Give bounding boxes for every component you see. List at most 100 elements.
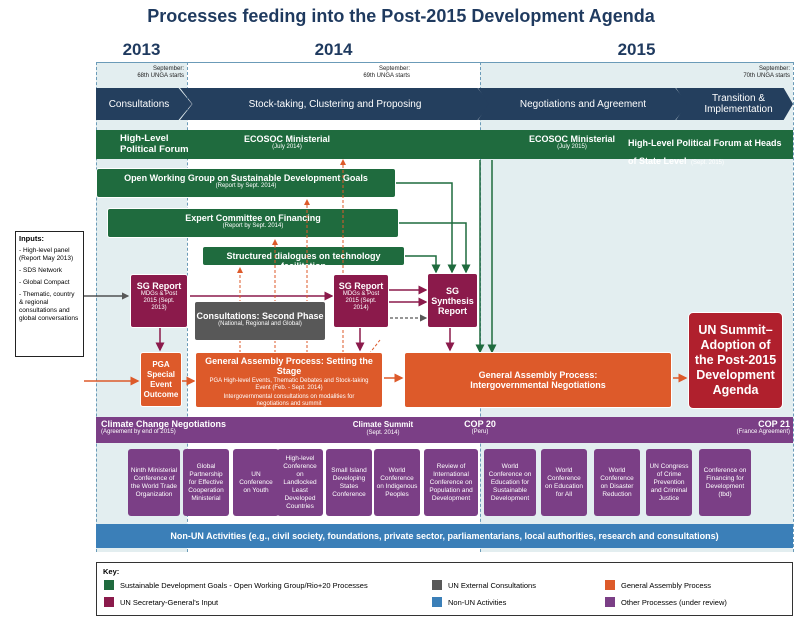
phase-transition: Transition & Implementation [676,88,793,120]
ga-neg-title: General Assembly Process: Intergovernmen… [470,370,606,390]
other-process-label: World Conference on Disaster Reduction [600,466,634,498]
phase-label: Negotiations and Agreement [519,98,647,110]
sg-synthesis-report: SG Synthesis Report [427,273,478,328]
ecosoc-2014: ECOSOC Ministerial (July 2014) [232,134,342,151]
owg-title: Open Working Group on Sustainable Develo… [124,173,368,183]
hlpf-heads-of-state: High-Level Political Forum at Heads of S… [628,133,783,169]
sg-report-2013: SG Report MDGs & Post 2015 (Sept. 2013) [130,274,188,328]
ga-setting-stage: General Assembly Process: Setting the St… [195,352,383,408]
expert-committee-box: Expert Committee on Financing (Report by… [107,208,399,238]
phase-consultations: Consultations [96,88,192,120]
cop20-sub: (Peru) [471,429,489,435]
expert-title: Expert Committee on Financing [185,213,321,223]
other-process-label: Ninth Ministerial Conference of the Worl… [130,466,178,498]
phase-label: Stock-taking, Clustering and Proposing [248,98,422,110]
page-title: Processes feeding into the Post-2015 Dev… [147,6,655,26]
legend-swatch [104,597,114,607]
other-process-box: UN Congress of Crime Prevention and Crim… [646,449,692,516]
other-process-label: Review of International Conference on Po… [429,462,473,502]
other-process-box: Review of International Conference on Po… [424,449,478,516]
input-item: - Thematic, country & regional consultat… [19,291,79,322]
other-process-box: World Conference on Education for All [541,449,587,516]
input-item: - High-level panel (Report May 2013) [19,247,74,262]
other-process-box: High-level Conference on Landlocked Leas… [277,449,323,516]
legend-label: UN External Consultations [448,580,536,590]
ga-negotiations: General Assembly Process: Intergovernmen… [404,352,672,408]
inputs-title: Inputs: [19,234,44,243]
summit-title: UN Summit– Adoption of the Post-2015 Dev… [694,323,777,397]
divider-2013 [96,62,97,552]
consultations-second-phase: Consultations: Second Phase (National, R… [194,301,326,341]
input-item-text: SDS Network [22,267,62,274]
other-process-label: Small Island Developing States Conferenc… [331,466,367,498]
tech-title: Structured dialogues on technology facil… [226,251,381,271]
non-un-bar: Non-UN Activities (e.g., civil society, … [96,524,793,548]
input-item: - Global Compact [19,279,70,286]
sept-label: September: [378,66,410,72]
other-process-box: Small Island Developing States Conferenc… [326,449,372,516]
pga-special-event: PGA Special Event Outcome [140,352,182,407]
sept-unga: 69th UNGA starts [363,73,410,79]
legend-swatch [432,580,442,590]
cop21: COP 21 (France Agreement) [715,419,790,436]
other-process-box: Conference on Financing for Development … [699,449,751,516]
other-process-box: World Conference on Disaster Reduction [594,449,640,516]
climate-summit-date: (Sept. 2014) [366,430,400,436]
hlpf-bar [96,130,793,159]
legend-swatch [432,597,442,607]
legend-label: Sustainable Development Goals - Open Wor… [120,580,368,590]
cop20: COP 20 (Peru) [455,419,505,436]
sg-synth-title: SG Synthesis Report [431,285,474,316]
other-process-label: UN Conference on Youth [239,470,273,494]
sept-label: September: [758,66,790,72]
divider-end [793,62,794,552]
input-item-text: Thematic, country & regional consultatio… [19,291,79,322]
other-process-label: High-level Conference on Landlocked Leas… [283,454,317,510]
phase-label: Consultations [108,98,170,110]
legend-item: UN External Consultations [432,580,536,590]
other-process-label: Global Partnership for Effective Coopera… [188,462,224,502]
sg-title: SG Report [136,281,182,291]
tech-dialogues-box: Structured dialogues on technology facil… [202,246,405,271]
inputs-box: Inputs: - High-level panel (Report May 2… [15,231,84,357]
legend-swatch [605,597,615,607]
consult2-sub: (National, Regional and Global) [218,321,302,327]
ecosoc-title: ECOSOC Ministerial [528,134,616,144]
hlpf-right-title: High-Level Political Forum at Heads of S… [628,138,782,166]
expert-date: (Report by Sept. 2014) [222,223,284,229]
ga-stage-sub1: PGA High-level Events, Thematic Debates … [209,378,369,391]
consult2-title: Consultations: Second Phase [196,311,324,321]
year-2015: 2015 [617,40,656,59]
phase-stocktaking: Stock-taking, Clustering and Proposing [180,88,490,120]
other-process-label: World Conference on Education for Sustai… [488,462,532,502]
legend-item: Sustainable Development Goals - Open Wor… [104,580,368,590]
other-process-box: Ninth Ministerial Conference of the Worl… [128,449,180,516]
legend-label: Other Processes (under review) [621,597,727,607]
sept-unga: 68th UNGA starts [137,73,184,79]
year-2014: 2014 [314,40,353,59]
legend-title: Key: [103,567,120,576]
legend-swatch [104,580,114,590]
sg-sub: MDGs & Post 2015 (Sept. 2013) [140,291,178,311]
cop20-title: COP 20 [464,419,496,429]
phase-negotiations: Negotiations and Agreement [478,88,688,120]
other-process-label: UN Congress of Crime Prevention and Crim… [649,462,689,502]
sg-title: SG Report [338,281,384,291]
timeline-top-line [96,62,793,63]
ecosoc-title: ECOSOC Ministerial [243,134,331,144]
input-item-text: High-level panel (Report May 2013) [19,247,74,262]
legend-item: UN Secretary-General's Input [104,597,218,607]
sg-report-2014: SG Report MDGs & Post 2015 (Sept. 2014) [333,274,389,328]
pga-title: PGA Special Event Outcome [143,359,179,399]
other-process-label: World Conference on Indigenous Peoples [376,466,418,498]
phase-label: Transition & Implementation [704,93,773,115]
hlpf-left-label: High-Level Political Forum [120,133,189,155]
climate-sub: (Agreement by end of 2015) [101,429,176,435]
sept-marker-69: September: 69th UNGA starts [310,66,410,80]
input-item-text: Global Compact [22,279,70,286]
ecosoc-2015: ECOSOC Ministerial (July 2015) [522,134,622,151]
climate-title-group: Climate Change Negotiations (Agreement b… [101,419,226,436]
ecosoc-date: (July 2014) [272,144,302,150]
un-summit: UN Summit– Adoption of the Post-2015 Dev… [688,312,783,409]
legend-swatch [605,580,615,590]
